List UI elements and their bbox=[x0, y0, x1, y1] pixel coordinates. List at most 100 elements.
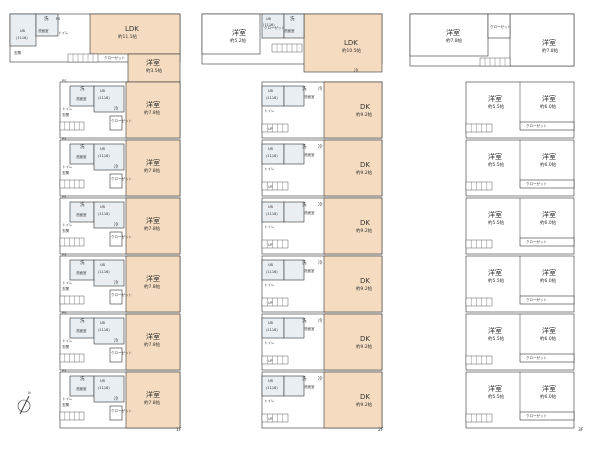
dk-2f bbox=[323, 139, 383, 197]
stair-outline bbox=[59, 353, 85, 363]
toilet-label: トイレ bbox=[264, 109, 275, 113]
stair-outline bbox=[261, 181, 289, 191]
wash-label: 洗 bbox=[290, 17, 295, 22]
room-label: 洋室 bbox=[146, 101, 160, 109]
room-label: 洋室 bbox=[146, 159, 160, 167]
room-area: 約7.8帖 bbox=[144, 343, 161, 348]
toilet-label: トイレ bbox=[62, 281, 73, 285]
toilet-label: トイレ bbox=[264, 399, 275, 403]
room-1f bbox=[125, 139, 181, 197]
ldk-label: LDK bbox=[344, 39, 358, 47]
washroom-label: 洗面室 bbox=[76, 213, 87, 217]
ub-size: (1116) bbox=[263, 23, 275, 27]
stair-outline bbox=[59, 237, 85, 247]
up-label: UP bbox=[268, 243, 273, 247]
stair-outline bbox=[59, 411, 85, 421]
dk-label: DK bbox=[360, 219, 370, 227]
closet-label: クローゼット bbox=[526, 356, 547, 360]
stair-outline bbox=[465, 181, 493, 191]
closet-1f bbox=[109, 347, 123, 363]
floor-name: 3F bbox=[578, 428, 584, 433]
closet-3f bbox=[519, 411, 575, 421]
floor-name: 2F bbox=[378, 428, 384, 433]
up-label: UP bbox=[268, 185, 273, 189]
genkan-label: 玄関 bbox=[62, 113, 69, 117]
closet-label: クローゼット bbox=[526, 182, 547, 186]
ub-label: UB bbox=[268, 89, 273, 93]
closet-3f bbox=[519, 179, 575, 189]
fridge-label: 冷 bbox=[114, 223, 119, 228]
toilet-label: トイレ bbox=[62, 165, 73, 169]
closet-1f bbox=[109, 173, 123, 189]
ldk-area: 約10.5帖 bbox=[342, 49, 362, 54]
room-2f-top bbox=[201, 13, 261, 55]
room-area: 約6.0帖 bbox=[540, 221, 557, 226]
room-label: 洋室 bbox=[542, 95, 556, 103]
washroom-label: 洗面室 bbox=[304, 327, 315, 331]
room-area: 約6.0帖 bbox=[540, 105, 557, 110]
washroom-label: 洗面室 bbox=[76, 155, 87, 159]
room-area: 約5.5帖 bbox=[488, 395, 505, 400]
ps-label: PS bbox=[62, 137, 67, 141]
ub-label: UB bbox=[268, 379, 273, 383]
room-area: 約6.0帖 bbox=[540, 163, 557, 168]
fridge-label: 冷 bbox=[318, 203, 323, 208]
closet-label: クローゼット bbox=[111, 351, 132, 355]
room-1f bbox=[125, 197, 181, 255]
fridge-label: 冷 bbox=[114, 339, 119, 344]
wash-label: 洗 bbox=[302, 145, 307, 150]
floor-name: 1F bbox=[176, 428, 182, 433]
room-area: 約6.0帖 bbox=[540, 337, 557, 342]
wash-label: 洗 bbox=[80, 377, 85, 382]
ub-label: UB bbox=[268, 263, 273, 267]
ub-label: UB bbox=[100, 89, 105, 93]
dk-label: DK bbox=[360, 161, 370, 169]
dk-2f bbox=[323, 313, 383, 371]
room-area: 約5.5帖 bbox=[488, 337, 505, 342]
up-label: UP bbox=[268, 301, 273, 305]
stair-outline bbox=[465, 297, 493, 307]
closet-3f-top bbox=[487, 13, 511, 39]
stair-outline bbox=[465, 413, 493, 423]
dk-label: DK bbox=[360, 393, 370, 401]
dk-2f bbox=[323, 371, 383, 429]
room-3f-top-1 bbox=[409, 13, 489, 57]
fridge-label: 冷 bbox=[318, 145, 323, 150]
room-label: 洋室 bbox=[488, 327, 502, 335]
washroom-1f-top bbox=[35, 13, 59, 37]
room-area: 約6.0帖 bbox=[540, 279, 557, 284]
ps-label: PS bbox=[62, 311, 67, 315]
dk-area: 約9.2帖 bbox=[356, 287, 373, 292]
stair-outline bbox=[465, 355, 493, 365]
ub-1f bbox=[93, 259, 125, 287]
room-area: 約7.8帖 bbox=[144, 227, 161, 232]
room-label: 洋室 bbox=[542, 385, 556, 393]
dk-area: 約9.2帖 bbox=[356, 171, 373, 176]
ub-size: (1116) bbox=[266, 154, 278, 158]
ub-label: UB bbox=[100, 379, 105, 383]
toilet-label: トイレ bbox=[264, 283, 275, 287]
room-label: 洋室 bbox=[232, 29, 246, 37]
closet-label: クローゼット bbox=[111, 119, 132, 123]
room-label: 洋室 bbox=[488, 95, 502, 103]
ub-1f-top bbox=[9, 13, 37, 47]
washroom-2f bbox=[283, 259, 305, 281]
fridge-label: 冷 bbox=[318, 319, 323, 324]
ub-1f bbox=[93, 375, 125, 403]
toilet-label: トイレ bbox=[264, 225, 275, 229]
ub-label: UB bbox=[100, 147, 105, 151]
room-label: 洋室 bbox=[488, 153, 502, 161]
ub-label: UB bbox=[268, 321, 273, 325]
room-label: 洋室 bbox=[488, 385, 502, 393]
dk-2f bbox=[323, 255, 383, 313]
ub-1f bbox=[93, 317, 125, 345]
wash-label: 洗 bbox=[80, 87, 85, 92]
ub-1f bbox=[93, 85, 125, 113]
washroom-label: 洗面室 bbox=[304, 95, 315, 99]
washroom-label: 洗面室 bbox=[304, 269, 315, 273]
ub-size: (1116) bbox=[98, 270, 110, 274]
ub-label: UB bbox=[100, 263, 105, 267]
room-label: 洋室 bbox=[146, 217, 160, 225]
toilet-label: トイレ bbox=[264, 167, 275, 171]
